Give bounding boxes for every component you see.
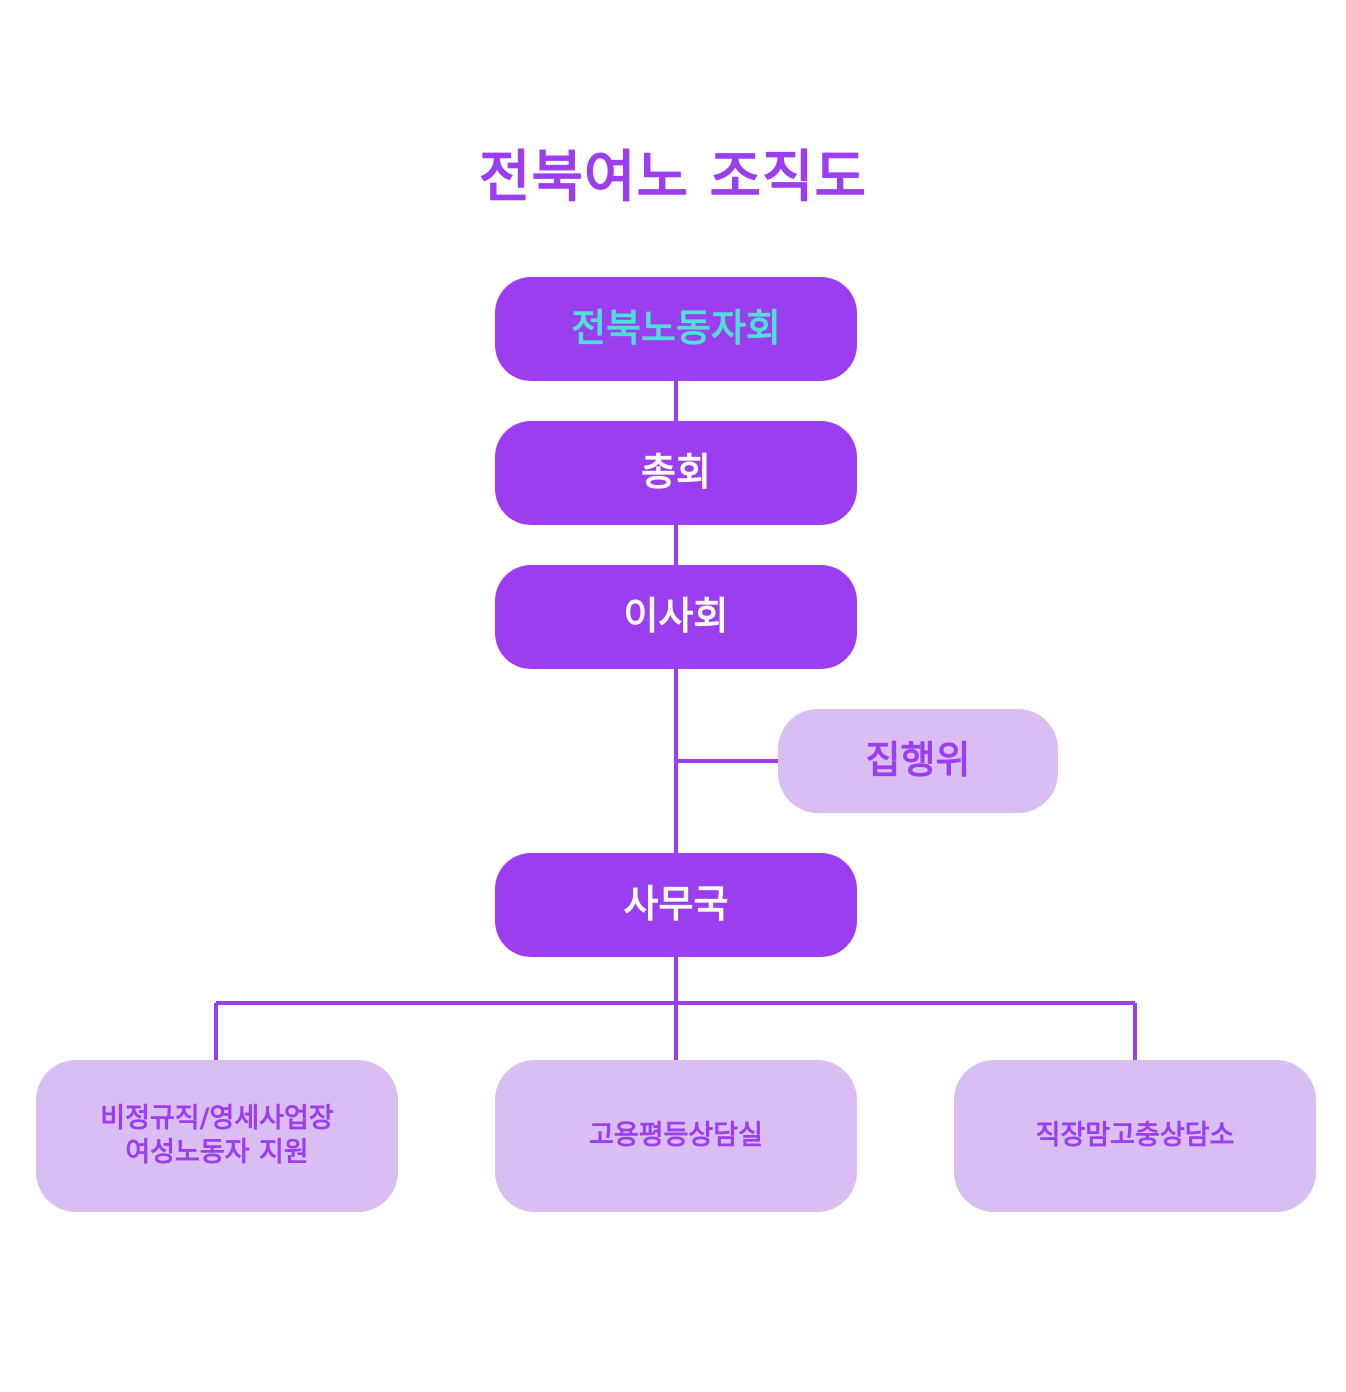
page-title: 전북여노 조직도 [478,145,868,210]
node-label: 사무국 [623,882,729,927]
node-support-center: 비정규직/영세사업장 여성노동자 지원 [36,1060,398,1212]
node-secretariat: 사무국 [495,853,857,957]
node-label: 전북노동자회 [571,306,781,351]
node-label: 집행위 [865,738,971,783]
node-label: 이사회 [623,594,729,639]
node-label: 총회 [641,450,711,495]
node-jeonbuk-workers-association: 전북노동자회 [495,277,857,381]
node-working-mom-counseling: 직장맘고충상담소 [954,1060,1316,1212]
node-label: 고용평등상담실 [589,1120,763,1152]
node-general-assembly: 총회 [495,421,857,525]
node-executive-committee: 집행위 [778,709,1058,813]
node-label: 비정규직/영세사업장 여성노동자 지원 [100,1103,334,1168]
node-label: 직장맘고충상담소 [1035,1120,1235,1152]
node-equality-counseling: 고용평등상담실 [495,1060,857,1212]
node-board-of-directors: 이사회 [495,565,857,669]
